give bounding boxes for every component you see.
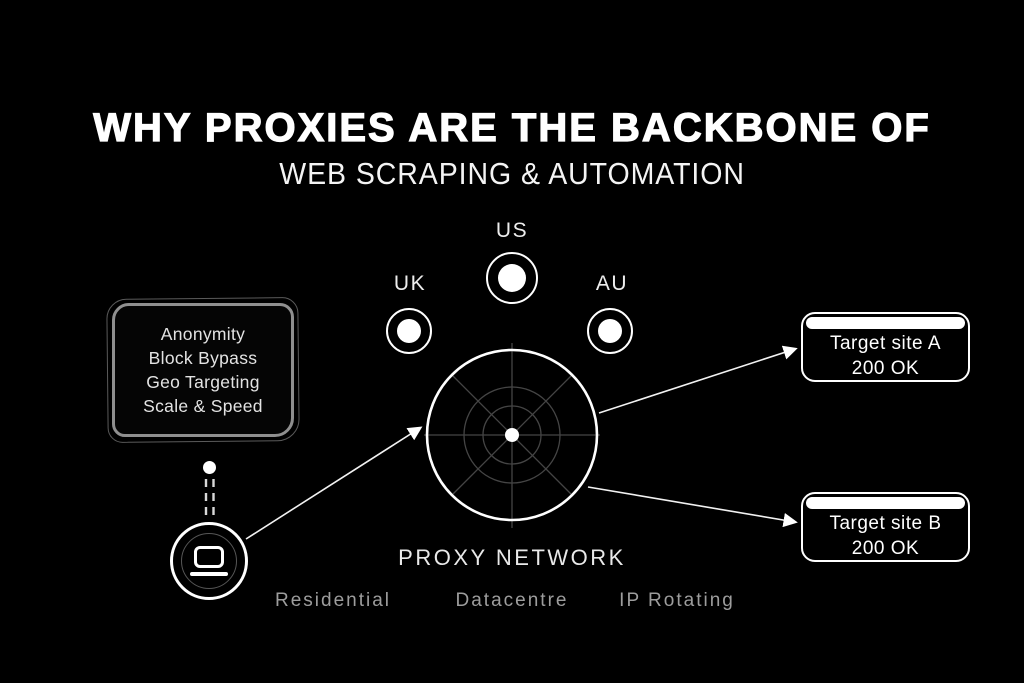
benefits-box: Anonymity Block Bypass Geo Targeting Sca… [112,303,294,437]
page-subtitle-text: WEB SCRAPING & AUTOMATION [279,156,745,191]
target-card-b: Target site B 200 OK [801,492,970,562]
benefit-block-bypass: Block Bypass [148,348,258,368]
benefit-geo-targeting: Geo Targeting [146,372,260,392]
target-a-title: Target site A [829,332,942,354]
country-node-au-dot [598,319,622,343]
target-card-a-titlebar [806,317,965,329]
country-label-us: US [495,219,529,242]
proxy-type-ip-rotating: IP Rotating [619,590,735,611]
country-label-au: AU [595,272,629,295]
target-b-status: 200 OK [851,537,920,559]
target-card-a: Target site A 200 OK [801,312,970,382]
radar-center-dot [505,428,519,442]
page-title: WHY PROXIES ARE THE BACKBONE OF [93,105,931,150]
radar-icon [424,343,600,528]
dashed-connector [203,461,216,519]
page-subtitle: WEB SCRAPING & AUTOMATION [0,156,1024,192]
arrow-client-to-network [245,426,423,540]
country-node-us [486,252,538,304]
country-node-us-dot [498,264,526,292]
client-node [170,522,248,600]
connector-dot [203,461,216,474]
target-b-title: Target site B [829,512,942,534]
benefit-anonymity: Anonymity [160,324,246,344]
arrow-network-to-target-b [587,486,798,528]
country-node-uk-dot [397,319,421,343]
target-a-status: 200 OK [851,357,920,379]
country-node-au [587,308,633,354]
country-node-uk [386,308,432,354]
country-label-uk: UK [393,272,427,295]
proxy-type-datacentre: Datacentre [455,590,569,611]
arrow-network-to-target-a [598,345,798,414]
proxy-network-label: PROXY NETWORK [398,545,626,570]
target-card-b-titlebar [806,497,965,509]
client-node-inner-ring [181,533,237,589]
proxy-type-residential: Residential [275,590,391,611]
benefit-scale-speed: Scale & Speed [143,396,263,416]
